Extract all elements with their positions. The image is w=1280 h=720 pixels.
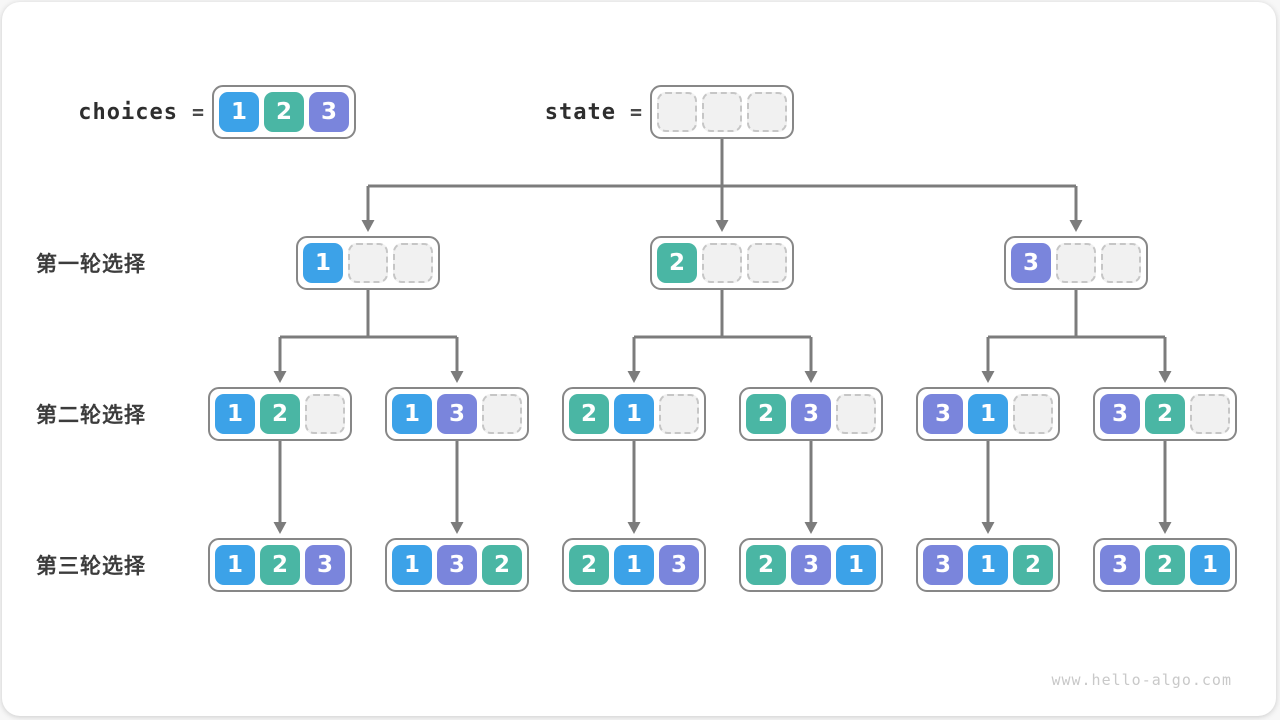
cell-value-1: 1 bbox=[219, 92, 259, 132]
cell-value-1: 1 bbox=[215, 394, 255, 434]
state-equals-sign: = bbox=[629, 100, 642, 124]
cell-empty bbox=[747, 92, 787, 132]
cell-value-2: 2 bbox=[746, 545, 786, 585]
state-array-node bbox=[650, 85, 794, 139]
cell-value-1: 1 bbox=[836, 545, 876, 585]
watermark-url: www.hello-algo.com bbox=[1051, 671, 1232, 689]
cell-value-2: 2 bbox=[1013, 545, 1053, 585]
cell-value-3: 3 bbox=[437, 394, 477, 434]
choices-label: choices bbox=[78, 99, 178, 125]
choices-equals-sign: = bbox=[191, 100, 204, 124]
row-label-round-2: 第二轮选择 bbox=[36, 404, 146, 427]
cell-value-1: 1 bbox=[968, 545, 1008, 585]
cell-value-2: 2 bbox=[482, 545, 522, 585]
cell-empty bbox=[348, 243, 388, 283]
node-round1-choice3: 3 bbox=[1004, 236, 1148, 290]
node-round1-choice2: 2 bbox=[650, 236, 794, 290]
cell-value-3: 3 bbox=[1100, 545, 1140, 585]
cell-value-2: 2 bbox=[657, 243, 697, 283]
cell-value-2: 2 bbox=[746, 394, 786, 434]
cell-value-3: 3 bbox=[1011, 243, 1051, 283]
cell-empty bbox=[1056, 243, 1096, 283]
cell-value-3: 3 bbox=[305, 545, 345, 585]
cell-value-2: 2 bbox=[1145, 545, 1185, 585]
row-label-round-1: 第一轮选择 bbox=[36, 253, 146, 276]
state-label-block: state = bbox=[440, 85, 642, 139]
cell-value-3: 3 bbox=[923, 394, 963, 434]
cell-empty bbox=[836, 394, 876, 434]
cell-empty bbox=[747, 243, 787, 283]
cell-empty bbox=[657, 92, 697, 132]
cell-empty bbox=[702, 243, 742, 283]
cell-value-2: 2 bbox=[264, 92, 304, 132]
cell-value-2: 2 bbox=[260, 394, 300, 434]
cell-empty bbox=[702, 92, 742, 132]
cell-empty bbox=[393, 243, 433, 283]
cell-value-3: 3 bbox=[923, 545, 963, 585]
cell-value-1: 1 bbox=[215, 545, 255, 585]
cell-value-1: 1 bbox=[392, 545, 432, 585]
cell-value-2: 2 bbox=[569, 545, 609, 585]
cell-value-1: 1 bbox=[1190, 545, 1230, 585]
choices-label-block: choices = bbox=[0, 85, 204, 139]
cell-value-1: 1 bbox=[614, 394, 654, 434]
cell-empty bbox=[1190, 394, 1230, 434]
cell-value-3: 3 bbox=[437, 545, 477, 585]
cell-empty bbox=[1101, 243, 1141, 283]
cell-value-3: 3 bbox=[309, 92, 349, 132]
state-label: state bbox=[544, 99, 616, 125]
cell-value-3: 3 bbox=[791, 394, 831, 434]
cell-value-2: 2 bbox=[260, 545, 300, 585]
cell-value-1: 1 bbox=[303, 243, 343, 283]
cell-empty bbox=[305, 394, 345, 434]
cell-value-2: 2 bbox=[1145, 394, 1185, 434]
cell-value-3: 3 bbox=[1100, 394, 1140, 434]
cell-empty bbox=[482, 394, 522, 434]
cell-value-1: 1 bbox=[392, 394, 432, 434]
node-round1-choice1: 1 bbox=[296, 236, 440, 290]
cell-value-2: 2 bbox=[569, 394, 609, 434]
row-label-round-3: 第三轮选择 bbox=[36, 555, 146, 578]
cell-value-3: 3 bbox=[659, 545, 699, 585]
cell-value-3: 3 bbox=[791, 545, 831, 585]
cell-empty bbox=[1013, 394, 1053, 434]
cell-value-1: 1 bbox=[968, 394, 1008, 434]
cell-empty bbox=[659, 394, 699, 434]
cell-value-1: 1 bbox=[614, 545, 654, 585]
